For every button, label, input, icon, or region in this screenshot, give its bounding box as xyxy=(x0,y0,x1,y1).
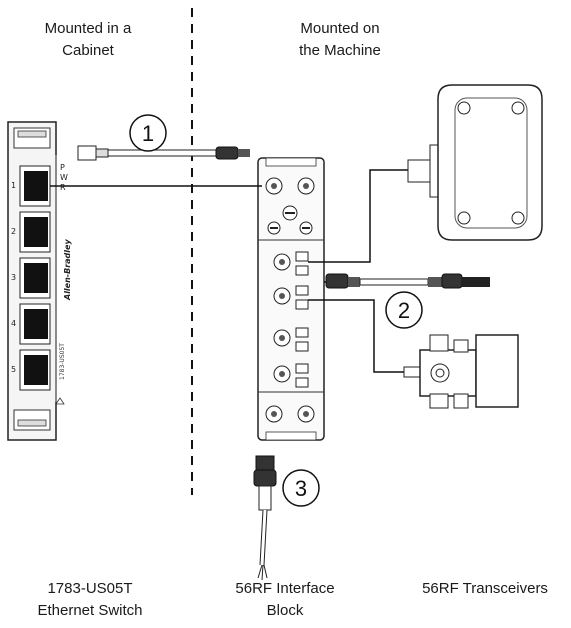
interface-block xyxy=(257,157,325,441)
warning-icon xyxy=(55,397,65,405)
block-channel-1 xyxy=(273,251,309,276)
port-number-3: 3 xyxy=(11,273,16,282)
transceiver-1 xyxy=(407,84,543,241)
callout-2: 2 xyxy=(385,291,423,329)
machine-zone-line-1: Mounted on xyxy=(300,20,380,37)
status-letter-r: R xyxy=(60,183,66,192)
callout-3-number: 3 xyxy=(295,476,307,501)
cabinet-zone-label: Mounted in a Cabinet xyxy=(18,18,158,62)
callout-1: 1 xyxy=(129,114,167,152)
callout-1-number: 1 xyxy=(142,121,154,146)
port-number-5: 5 xyxy=(11,365,16,374)
interface-block-caption: 56RF Interface Block xyxy=(210,578,360,622)
machine-zone-line-2: the Machine xyxy=(299,42,381,59)
switch-caption-line-1: 1783-US05T xyxy=(47,580,133,597)
ethernet-patch-cable xyxy=(77,145,250,161)
block-to-transceiver-2-cable xyxy=(308,299,408,373)
ethernet-switch: 1 2 3 4 5 P W R Allen-Bradley 1783-US05T xyxy=(7,121,72,441)
rj45-plug-icon xyxy=(77,145,97,161)
cabinet-zone-line-1: Mounted in a xyxy=(44,20,132,37)
callout-3: 3 xyxy=(282,469,320,507)
switch-port-2 xyxy=(19,211,51,253)
block-channel-2 xyxy=(273,285,309,310)
block-channel-3 xyxy=(273,327,309,352)
interface-block-caption-line-1: 56RF Interface xyxy=(235,580,335,597)
transceiver-2 xyxy=(403,334,519,409)
transceivers-caption: 56RF Transceivers xyxy=(410,578,560,600)
switch-caption-line-2: Ethernet Switch xyxy=(37,602,143,619)
switch-port-4 xyxy=(19,303,51,345)
block-channel-4 xyxy=(273,363,309,388)
switch-model-text: 1783-US05T xyxy=(59,343,66,380)
m12-connector-icon xyxy=(215,146,239,160)
cabinet-zone-line-2: Cabinet xyxy=(62,42,114,59)
switch-port-1 xyxy=(19,165,51,207)
switch-brand-logo: Allen-Bradley xyxy=(63,239,72,301)
block-to-transceiver-1-cable xyxy=(308,169,408,263)
callout-2-number: 2 xyxy=(398,298,410,323)
transceivers-caption-line-1: 56RF Transceivers xyxy=(422,580,548,597)
status-letter-w: W xyxy=(60,173,68,182)
switch-caption: 1783-US05T Ethernet Switch xyxy=(10,578,170,622)
port-number-1: 1 xyxy=(11,181,16,190)
switch-port-5 xyxy=(19,349,51,391)
switch-port-3 xyxy=(19,257,51,299)
port-number-2: 2 xyxy=(11,227,16,236)
interface-block-caption-line-2: Block xyxy=(266,602,304,619)
port-number-4: 4 xyxy=(11,319,16,328)
extension-cable xyxy=(324,273,490,289)
power-cable xyxy=(253,455,277,581)
machine-zone-label: Mounted on the Machine xyxy=(265,18,415,62)
status-letter-p: P xyxy=(60,163,65,172)
